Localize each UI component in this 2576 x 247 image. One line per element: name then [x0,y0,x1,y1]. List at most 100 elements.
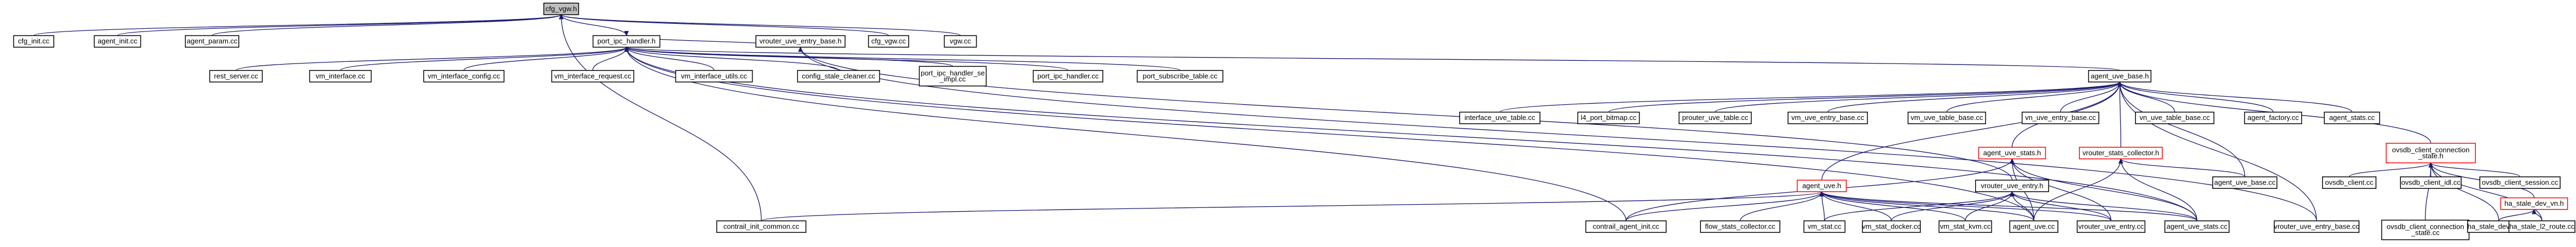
edge-agent_uve_h-to-contrail_init_common_cc [761,191,1822,221]
edge-port_ipc_handler_h-to-contrail_agent_init_cc [626,47,1627,221]
node-agent-stats-cc[interactable]: agent_stats.cc [2324,111,2380,124]
node-box [1787,111,1868,124]
edge-ha_stale_dev_vn_h-to-ha_stale_l2_route_cc [2534,209,2542,221]
node-label: _impl.cc [939,75,966,83]
node-vrouter-uve-entry-base-h[interactable]: vrouter_uve_entry_base.h [755,35,846,48]
node-port-ipc-handler-se-impl-cc[interactable]: port_ipc_handler_se_impl.cc [918,66,987,87]
node-ovsdb-client-session-cc[interactable]: ovsdb_client_session.cc [2479,176,2561,189]
node-box [592,35,661,48]
node-box [423,69,505,83]
node-ovsdb-client-cc[interactable]: ovsdb_client.cc [2322,176,2376,189]
arrowhead-vrouter_stats_collector_h-to-agent_uve_stats_cc [2118,158,2124,164]
node-port-ipc-handler-h[interactable]: port_ipc_handler.h [592,35,661,48]
node-agent-uve-cc[interactable]: agent_uve.cc [2009,220,2059,233]
node-label: vm_stat_docker.cc [1862,222,1921,230]
node-interface-uve-table-cc[interactable]: interface_uve_table.cc [1459,111,1541,124]
edge-ovsdb_client_connection_state_h-to-ovsdb_client_session_cc [2430,162,2521,178]
node-contrail-init-common-cc[interactable]: contrail_init_common.cc [716,220,806,233]
node-cfg-vgw-cc[interactable]: cfg_vgw.cc [868,35,909,48]
node-label: ha_stale_l2_route.cc [2509,222,2574,230]
edge-ovsdb_client_connection_state_h-to-ovsdb_client_cc [2349,162,2431,178]
node-box [551,69,635,83]
node-vm-stat-docker-cc[interactable]: vm_stat_docker.cc [1861,220,1921,233]
edge-vrouter_stats_collector_h-to-agent_uve_base_cc [2120,159,2245,178]
node-agent-uve-base-cc[interactable]: agent_uve_base.cc [2212,176,2277,189]
node-vm-interface-utils-cc[interactable]: vm_interface_utils.cc [675,69,753,83]
node-label: vgw.cc [949,37,971,45]
edge-ovsdb_client_connection_state_h-to-ovsdb_client_connection_state_cc [2425,162,2431,220]
node-label: ovsdb_client.cc [2325,178,2374,186]
node-label: vm_stat_kvm.cc [1940,222,1991,230]
node-label: agent_stats.cc [2329,113,2375,122]
node-cfg-init-cc[interactable]: cfg_init.cc [13,35,54,48]
node-config-stale-cleaner-cc[interactable]: config_stale_cleaner.cc [797,69,880,83]
node-label: agent_uve_base.h [2091,72,2149,80]
node-agent-factory-cc[interactable]: agent_factory.cc [2244,111,2302,124]
edge-port_ipc_handler_h-to-port_subscribe_table_cc [626,47,1181,71]
node-agent-uve-stats-h[interactable]: agent_uve_stats.h [1978,147,2046,160]
node-label: vrouter_uve_entry_base.cc [2274,222,2360,230]
node-label: vrouter_uve_entry.h [1981,181,2044,189]
node-box [1700,220,1780,233]
node-vm-uve-table-base-cc[interactable]: vm_uve_table_base.cc [1907,111,1987,124]
node-label: agent_param.cc [187,37,238,45]
node-vm-uve-entry-base-cc[interactable]: vm_uve_entry_base.cc [1787,111,1868,124]
node-prouter-uve-table-cc[interactable]: prouter_uve_table.cc [1678,111,1752,124]
node-label: vn_uve_entry_base.cc [2025,113,2096,122]
node-ha-stale-dev-vn-h[interactable]: ha_stale_dev_vn.h [2500,197,2568,210]
edge-port_ipc_handler_h-to-rest_server_cc [235,47,627,71]
node-ovsdb-client-connection-state-cc[interactable]: ovsdb_client_connection_state.cc [2381,219,2470,240]
node-vgw-cc[interactable]: vgw.cc [944,35,977,48]
node-box [2386,143,2476,163]
node-vrouter-uve-entry-cc[interactable]: vrouter_uve_entry.cc [2076,220,2146,233]
node-vm-interface-config-cc[interactable]: vm_interface_config.cc [423,69,505,83]
node-agent-uve-h[interactable]: agent_uve.h [1797,180,1847,192]
node-ovsdb-client-idl-cc[interactable]: ovsdb_client_idl.cc [2400,176,2462,189]
node-vm-interface-request-cc[interactable]: vm_interface_request.cc [551,69,635,83]
node-box [1137,69,1224,83]
node-box [944,35,977,48]
node-label: port_ipc_handler.cc [1038,72,1099,80]
node-agent-param-cc[interactable]: agent_param.cc [185,35,239,48]
node-cfg-vgw-h[interactable]: cfg_vgw.h [543,2,579,15]
node-flow-stats-collector-cc[interactable]: flow_stats_collector.cc [1700,220,1780,233]
node-box [1938,220,1992,233]
arrowhead-vrouter_uve_entry_base_h-to-vrouter_uve_entry_base_cc [798,46,803,52]
node-agent-init-cc[interactable]: agent_init.cc [94,35,141,48]
node-contrail-agent-init-cc[interactable]: contrail_agent_init.cc [1585,220,1667,233]
node-box [2021,111,2100,124]
node-box [2479,176,2561,189]
edge-agent_uve_base_h-to-interface_uve_table_cc [1499,81,2120,113]
node-label: contrail_init_common.cc [723,222,799,230]
node-agent-uve-base-h[interactable]: agent_uve_base.h [2088,69,2152,83]
node-box [675,69,753,83]
node-vrouter-uve-entry-h[interactable]: vrouter_uve_entry.h [1975,180,2049,192]
node-agent-uve-stats-cc[interactable]: agent_uve_stats.cc [2164,220,2230,233]
node-vn-uve-entry-base-cc[interactable]: vn_uve_entry_base.cc [2021,111,2100,124]
node-ha-stale-l2-route-cc[interactable]: ha_stale_l2_route.cc [2508,220,2575,233]
node-rest-server-cc[interactable]: rest_server.cc [209,69,263,83]
node-ovsdb-client-connection-state-h[interactable]: ovsdb_client_connection_state.h [2386,143,2476,163]
edge-agent_uve_base_h-to-agent_stats_cc [2119,81,2352,112]
node-vm-stat-cc[interactable]: vm_stat.cc [1803,220,1846,233]
node-vn-uve-table-base-cc[interactable]: vn_uve_table_base.cc [2135,111,2214,124]
edge-cfg_vgw_h-to-port_ipc_handler_h [561,14,627,36]
node-vrouter-stats-collector-h[interactable]: vrouter_stats_collector.h [2078,147,2163,160]
node-l4-port-bitmap-cc[interactable]: l4_port_bitmap.cc [1577,111,1640,124]
node-box [716,220,806,233]
node-label: flow_stats_collector.cc [1705,222,1776,230]
node-box [2322,176,2376,189]
node-label: ovsdb_client_connection [2392,145,2469,154]
edge-agent_uve_h-to-agent_uve_stats_cc [1821,191,2198,221]
node-vrouter-uve-entry-base-cc[interactable]: vrouter_uve_entry_base.cc [2274,220,2360,233]
node-vm-stat-kvm-cc[interactable]: vm_stat_kvm.cc [1938,220,1992,233]
node-box [2212,176,2277,189]
node-vm-interface-cc[interactable]: vm_interface.cc [309,69,372,83]
edge-agent_uve_base_h-to-vm_uve_table_base_cc [1946,81,2120,112]
node-label: vm_interface_config.cc [428,72,500,80]
node-box [13,35,54,48]
node-port-subscribe-table-cc[interactable]: port_subscribe_table.cc [1137,69,1224,83]
node-port-ipc-handler-cc[interactable]: port_ipc_handler.cc [1033,69,1103,83]
edge-ovsdb_client_connection_state_h-to-ha_stale_l2_route_cc [2430,162,2542,221]
node-label: port_subscribe_table.cc [1143,72,1218,80]
